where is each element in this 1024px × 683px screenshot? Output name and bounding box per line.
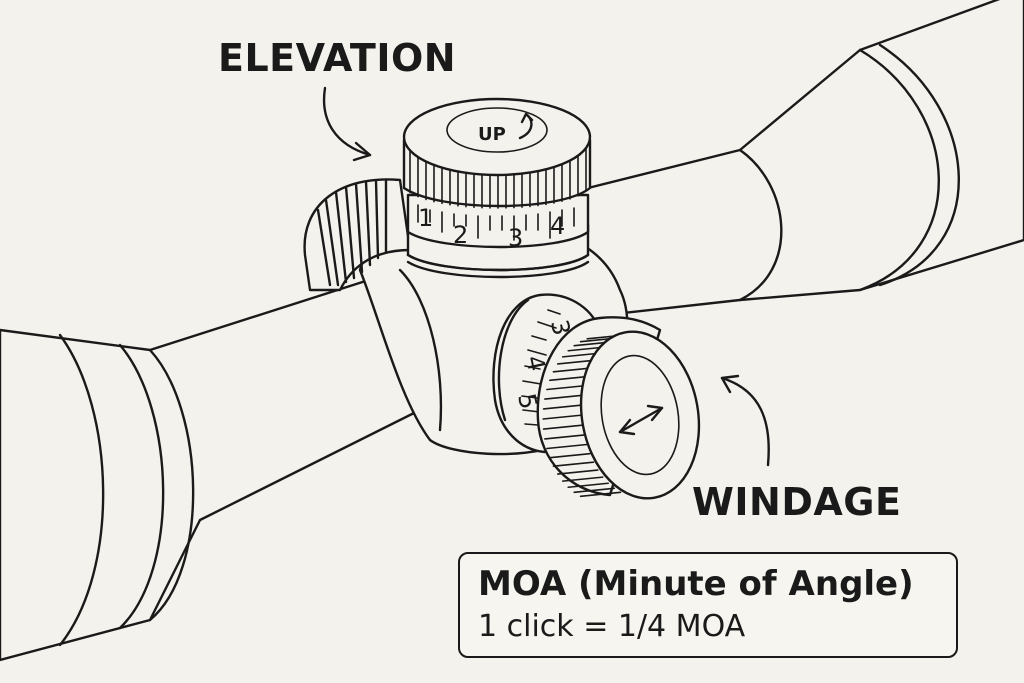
- windage-callout-arrow: [720, 374, 770, 467]
- moa-info-box: MOA (Minute of Angle) 1 click = 1/4 MOA: [458, 552, 958, 658]
- scope-tube-rear: [538, 0, 1024, 322]
- rotate-arrow-icon: [518, 112, 534, 140]
- elevation-scale-3: 3: [508, 224, 523, 252]
- elevation-label: ELEVATION: [218, 36, 457, 80]
- elevation-scale-1: 1: [418, 204, 433, 232]
- windage-turret: 3 4 5: [492, 293, 701, 500]
- moa-info-title: MOA (Minute of Angle): [478, 564, 914, 604]
- moa-info-subtitle: 1 click = 1/4 MOA: [478, 609, 746, 644]
- elevation-callout-arrow: [322, 86, 372, 162]
- elevation-scale-4: 4: [550, 212, 565, 240]
- scope-tube-front: [0, 268, 442, 662]
- windage-scale-5: 5: [512, 391, 543, 412]
- windage-label: WINDAGE: [692, 480, 902, 524]
- side-knob: [303, 178, 412, 292]
- elevation-turret: 1 2 3 4 UP: [402, 97, 592, 279]
- double-arrow-icon: [618, 404, 664, 436]
- elevation-scale-2: 2: [453, 221, 468, 249]
- elevation-up-label: UP: [478, 124, 506, 145]
- windage-scale-4: 4: [520, 353, 551, 374]
